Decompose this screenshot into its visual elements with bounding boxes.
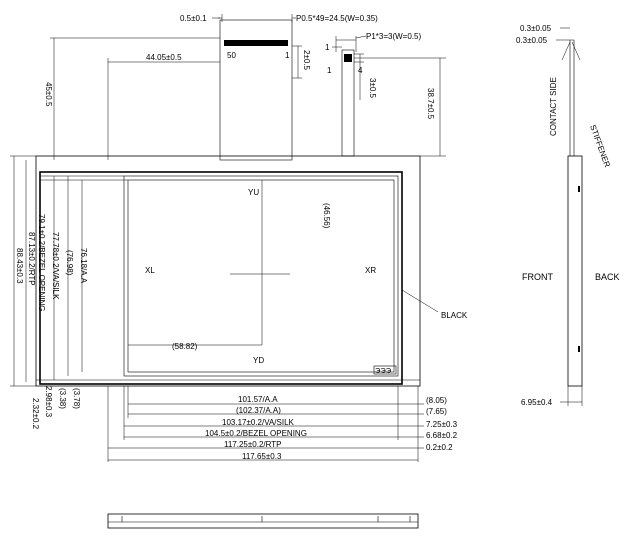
dim-right-a: (8.05) — [426, 396, 447, 405]
panel-label-yu: YU — [248, 188, 259, 197]
dim-bottom-b: 2.98±0.3 — [44, 386, 53, 418]
stiffener-label: STIFFENER — [588, 124, 612, 169]
fpc-tail-length-label: 45±0.5 — [44, 82, 53, 107]
connector2-pin-b-label: 1 — [327, 66, 332, 75]
front-label: FRONT — [522, 272, 553, 282]
dim-right-b: (7.65) — [426, 407, 447, 416]
panel-label-yd: YD — [253, 356, 264, 365]
center-x-dimension: (58.82) — [172, 342, 198, 351]
dim-width-overall: 117.65±0.3 — [242, 452, 282, 461]
connector-tail-4pin: P1*3=3(W=0.5) 1 1 4 3±0.5 38.7±0.5 — [325, 32, 446, 157]
dim-height-aa: 76.18/A.A — [79, 248, 88, 284]
fpc-pin-50-label: 50 — [227, 51, 236, 60]
panel-label-xl: XL — [145, 266, 155, 275]
back-label: BACK — [595, 272, 620, 282]
dim-height-rtp: 87.13±0.2/RTP — [27, 232, 36, 286]
connector2-pin-c-label: 4 — [358, 66, 363, 75]
connector2-pin-a-label: 1 — [325, 43, 330, 52]
fpc-tail-offset-label: 44.05±0.5 — [146, 53, 182, 62]
dim-width-aa2: (102.37/A.A) — [236, 406, 281, 415]
dim-height-overall: 88.43±0.3 — [15, 248, 24, 284]
panel-label-xr: XR — [365, 266, 376, 275]
fpc-tail: 0.5±0.1 P0.5*49=24.5(W=0.35) 50 1 2±0.5 … — [44, 14, 378, 161]
side-width-label: 6.95±0.4 — [521, 398, 553, 407]
touch-panel: YU YD XL XR (58.82) (46.56) ЭЭЭ BLACK — [35, 155, 468, 387]
panel-mark: ЭЭЭ — [375, 366, 392, 375]
dim-height-mid: (76.98) — [65, 250, 74, 276]
bottom-dimensions: 101.57/A.A (102.37/A.A) 103.17±0.2/VA/SI… — [107, 386, 458, 462]
fpc-tail-thickness-label: 2±0.5 — [302, 50, 311, 71]
dim-width-rtp: 117.25±0.2/RTP — [224, 440, 281, 449]
connector2-length-label: 38.7±0.5 — [426, 88, 435, 120]
dim-height-bezel: 79.1±0.2/BEZEL OPENING — [37, 214, 46, 311]
dim-width-va: 103.17±0.2/VA/SILK — [222, 418, 295, 427]
fpc-pin-1-label: 1 — [285, 51, 290, 60]
dim-bottom-d: (3.78) — [72, 388, 81, 409]
connector2-pitch-label: P1*3=3(W=0.5) — [366, 32, 421, 41]
dim-right-d: 6.68±0.2 — [426, 431, 458, 440]
side-view: 0.3±0.05 0.3±0.05 CONTACT SIDE STIFFENER… — [516, 24, 620, 407]
dim-right-e: 0.2±0.2 — [426, 443, 453, 452]
dim-height-va: 77.78±0.2/VA/SILK — [51, 232, 60, 300]
contact-side-label: CONTACT SIDE — [549, 77, 558, 136]
center-y-dimension: (46.56) — [322, 203, 331, 229]
dim-bottom-c: (3.38) — [58, 388, 67, 409]
side-thickness-a: 0.3±0.05 — [520, 24, 552, 33]
side-thickness-b: 0.3±0.05 — [516, 36, 548, 45]
dim-width-bezel: 104.5±0.2/BEZEL OPENING — [205, 429, 307, 438]
edge-view — [107, 513, 419, 529]
bezel-color-label: BLACK — [441, 311, 468, 320]
fpc-top-width-label: 0.5±0.1 — [180, 14, 207, 23]
dim-bottom-a: 2.32±0.2 — [31, 398, 40, 430]
left-dimensions: 88.43±0.3 87.13±0.2/RTP 79.1±0.2/BEZEL O… — [10, 155, 128, 430]
center-crosshair — [128, 180, 290, 346]
dim-right-c: 7.25±0.3 — [426, 420, 458, 429]
fpc-pitch-label: P0.5*49=24.5(W=0.35) — [296, 14, 378, 23]
connector2-height-label: 3±0.5 — [368, 78, 377, 99]
dim-width-aa: 101.57/A.A — [238, 395, 278, 404]
